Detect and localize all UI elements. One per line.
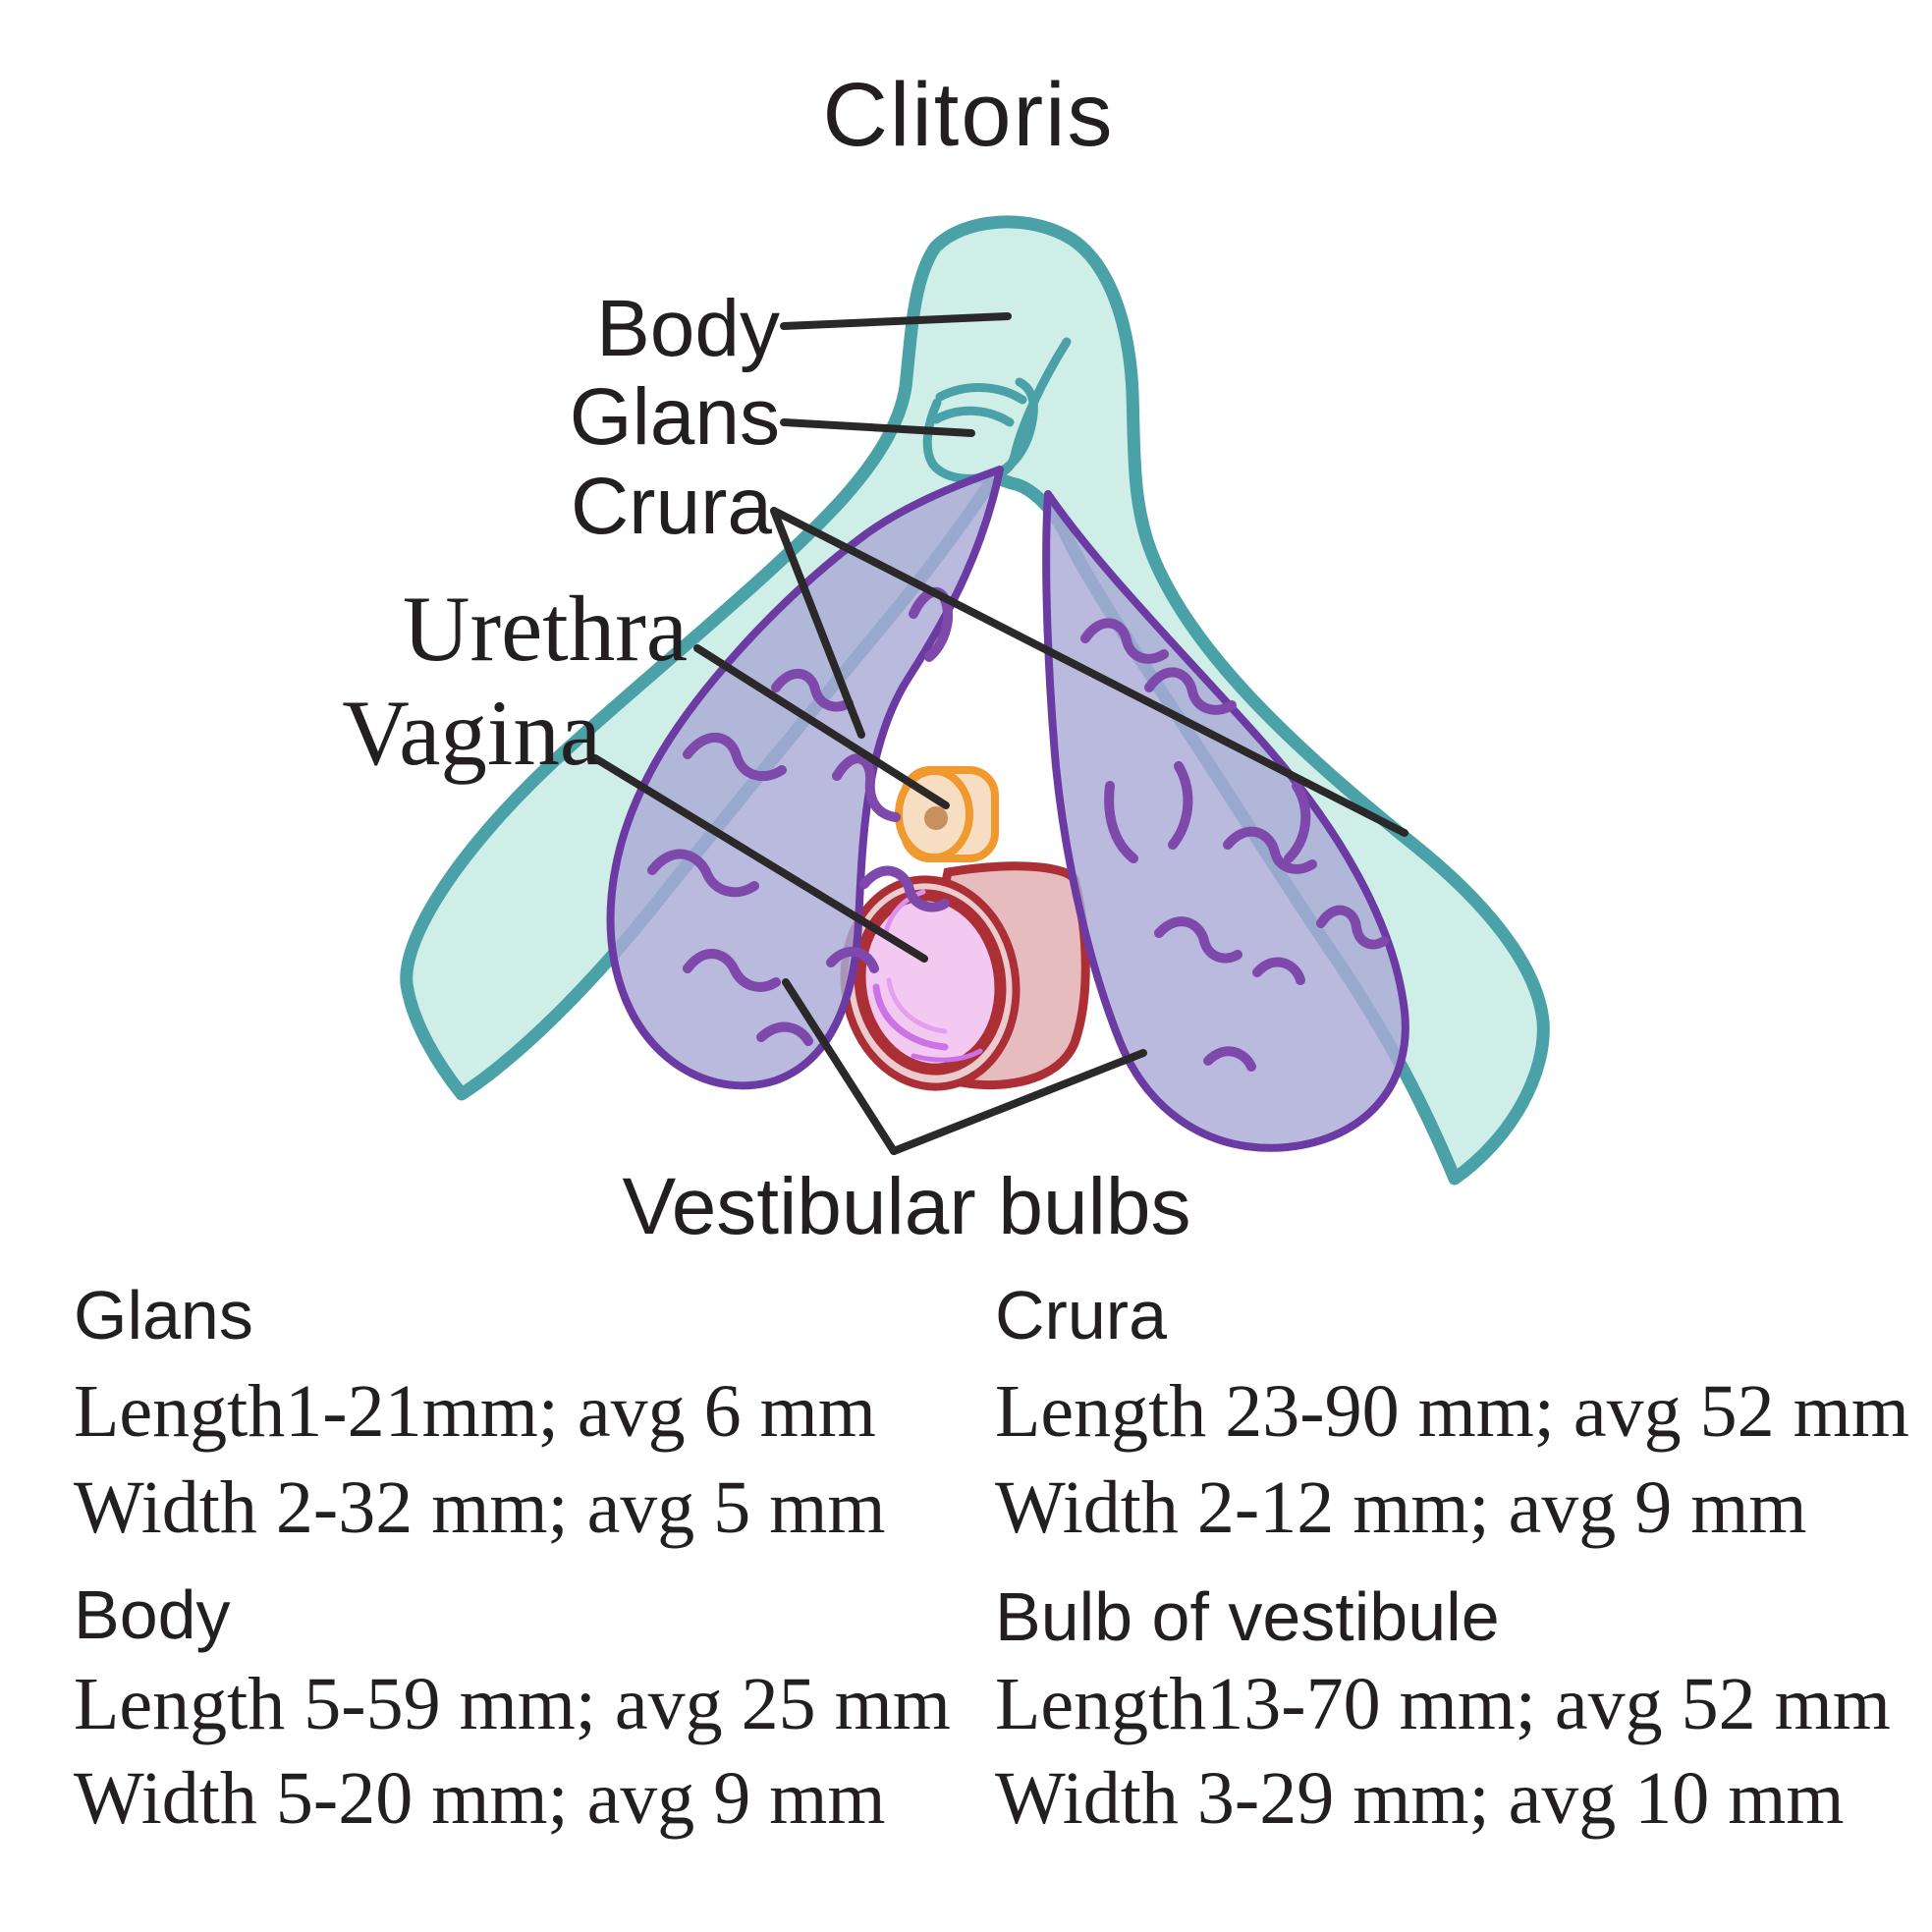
measurements-right-column: Crura Length 23-90 mm; avg 52 mm Width 2… xyxy=(995,1277,1909,1840)
vagina-inner-arc-4 xyxy=(911,1048,983,1063)
measure-heading-glans: Glans xyxy=(74,1277,253,1353)
vagina-inner-arc-1 xyxy=(872,983,949,1051)
right-bulb-veins xyxy=(1080,618,1389,1072)
measure-crura-width: Width 2-12 mm; avg 9 mm xyxy=(995,1466,1807,1549)
label-vestibular-bulbs: Vestibular bulbs xyxy=(623,1162,1191,1251)
page-title: Clitoris xyxy=(822,65,1114,165)
vagina-inner-arc-2 xyxy=(886,977,948,1034)
measurements-left-column: Glans Length1-21mm; avg 6 mm Width 2-32 … xyxy=(74,1277,951,1840)
label-glans: Glans xyxy=(570,372,780,462)
leader-line-vestibular-right xyxy=(890,1049,1147,1155)
measure-heading-crura: Crura xyxy=(995,1277,1167,1353)
measure-body-width: Width 5-20 mm; avg 9 mm xyxy=(74,1757,886,1840)
leader-line-vestibular-left xyxy=(782,978,898,1155)
leader-line-body xyxy=(780,312,1012,330)
left-bulb-veins xyxy=(647,586,953,1046)
urethra-dot xyxy=(924,806,948,830)
measure-heading-body: Body xyxy=(74,1576,231,1653)
measure-bulb-length: Length13-70 mm; avg 52 mm xyxy=(995,1663,1891,1745)
glans-crease-lower xyxy=(931,406,1015,427)
left-vestibular-bulb xyxy=(606,466,1004,1090)
glans-crease-upper xyxy=(935,383,1027,405)
label-body: Body xyxy=(596,284,780,373)
measure-crura-length: Length 23-90 mm; avg 52 mm xyxy=(995,1370,1909,1453)
label-urethra: Urethra xyxy=(403,577,688,681)
leader-line-urethra xyxy=(693,644,950,809)
measure-bulb-width: Width 3-29 mm; avg 10 mm xyxy=(995,1757,1845,1840)
label-vagina: Vagina xyxy=(342,681,601,785)
leader-line-glans xyxy=(780,418,975,437)
vagina-inner-arc-3 xyxy=(883,889,926,936)
leader-line-vagina xyxy=(591,754,928,963)
measure-heading-bulb: Bulb of vestibule xyxy=(995,1578,1500,1655)
label-crura: Crura xyxy=(571,462,772,551)
measure-glans-length: Length1-21mm; avg 6 mm xyxy=(74,1370,876,1453)
measure-body-length: Length 5-59 mm; avg 25 mm xyxy=(74,1663,951,1745)
leader-line-crura-left xyxy=(770,507,865,739)
leader-line-crura-right xyxy=(770,507,1408,837)
measure-glans-width: Width 2-32 mm; avg 5 mm xyxy=(74,1466,886,1549)
